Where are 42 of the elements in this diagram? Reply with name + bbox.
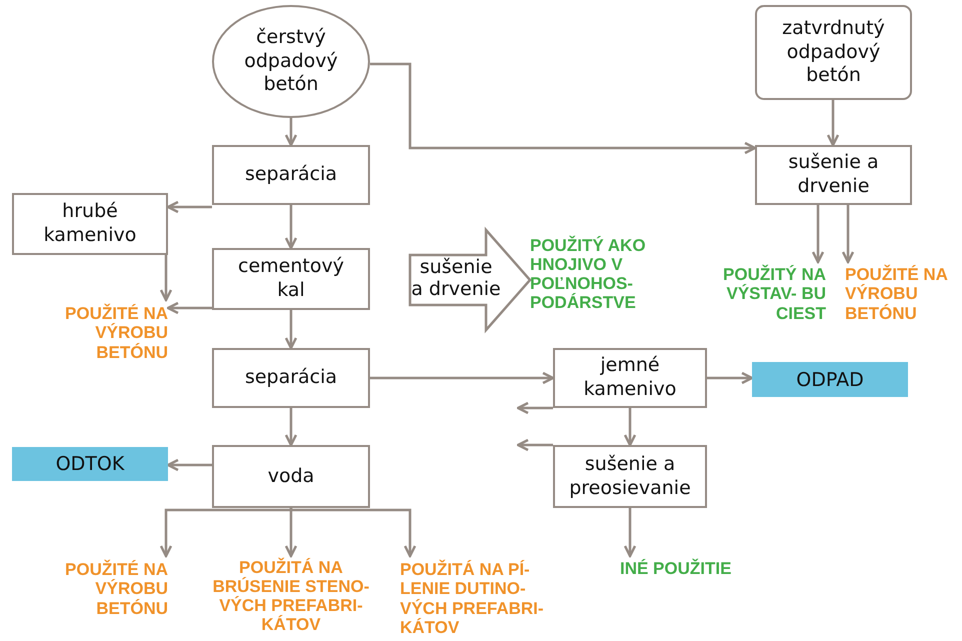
arrow xyxy=(284,408,298,446)
output-text: POUŽITÝ NA VÝSTAV- BU CIEST xyxy=(722,262,826,326)
arrow xyxy=(516,402,553,414)
output-text: POUŽITÉ NA VÝROBU BETÓNU xyxy=(845,262,957,326)
edge-label: sušenie a drvenie xyxy=(411,257,501,301)
process-box: sušenie a preosievanie xyxy=(553,445,707,508)
arrow xyxy=(370,62,756,154)
arrow xyxy=(812,205,824,264)
process-box: jemné kamenivo xyxy=(553,348,707,408)
arrow xyxy=(284,118,298,146)
arrow xyxy=(160,508,292,558)
arrow xyxy=(166,458,212,472)
output-text: POUŽITÁ NA BRÚSENIE STENO- VÝCH PREFABRI- KÁTOV xyxy=(204,556,378,636)
arrow xyxy=(160,255,172,302)
process-box: hrubé kamenivo xyxy=(12,193,168,255)
process-box: separácia xyxy=(212,145,370,205)
arrow xyxy=(166,302,212,314)
output-text: POUŽITÉ NA VÝROBU BETÓNU xyxy=(40,556,168,622)
output-text: INÉ POUŽITIE xyxy=(620,556,780,582)
arrow xyxy=(624,408,636,446)
process-box: voda xyxy=(212,445,370,508)
output-bar: ODPAD xyxy=(752,362,908,397)
arrow xyxy=(166,200,212,214)
arrow xyxy=(707,372,754,384)
arrow xyxy=(516,438,553,452)
arrow xyxy=(826,100,840,146)
process-box: sušenie a drvenie xyxy=(755,145,912,205)
output-bar: ODTOK xyxy=(12,447,168,481)
arrow xyxy=(290,508,416,558)
output-text: POUŽITÝ AKO HNOJIVO V POĽNOHOS- PODÁRSTVE xyxy=(530,232,658,316)
process-ellipse: čerstvý odpadový betón xyxy=(212,5,370,118)
arrow xyxy=(370,372,554,384)
output-text: POUŽITÁ NA PÍ- LENIE DUTINO- VÝCH PREFABRI- KÁTOV xyxy=(400,556,575,641)
arrow xyxy=(624,508,636,558)
process-box: separácia xyxy=(212,348,370,408)
arrow xyxy=(284,310,298,350)
output-text: POUŽITÉ NA VÝROBU BETÓNU xyxy=(30,300,168,366)
arrow xyxy=(842,205,854,264)
block-arrow xyxy=(408,226,532,334)
process-box: cementový kal xyxy=(212,248,370,310)
arrow xyxy=(284,205,298,250)
process-box: zatvrdnutý odpadový betón xyxy=(755,5,912,100)
